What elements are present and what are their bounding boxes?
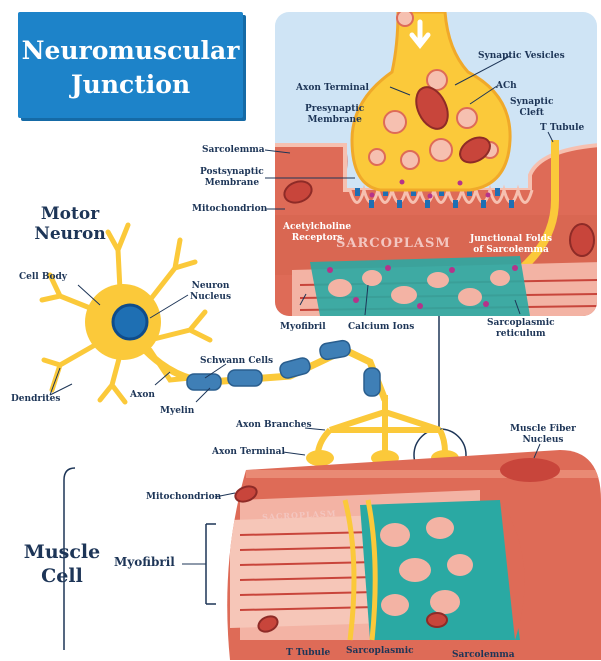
title-line-1: Neuromuscular [18,36,243,65]
sarcoplasmic-bottom-label: Sarcoplasmic [346,646,414,657]
synaptic-cleft-label: Synaptic Cleft [510,97,553,119]
neuron-nucleus-label-line-1: Neuron [190,281,231,292]
neuron-nucleus-label-line-2: Nucleus [190,292,231,303]
axon-branches [318,395,445,452]
sarcoplasm-inset-label: SARCOPLASM [336,236,451,251]
junctional-folds-label-line-2: of Sarcolemma [470,245,552,256]
presynaptic-membrane-label-line-2: Membrane [305,115,364,126]
motor-neuron-heading-line-2: Neuron [30,224,110,244]
motor-neuron-heading: Motor Neuron [30,204,110,244]
neuron-nucleus [113,305,147,339]
synaptic-cleft-label-line-2: Cleft [510,108,553,119]
postsynaptic-membrane-label-line-2: Membrane [200,178,264,189]
muscle-fiber-nucleus-label-line-2: Nucleus [510,435,576,446]
schwann-cells-label: Schwann Cells [200,356,273,367]
acetylcholine-receptors-label: Acetylcholine Receptors [283,222,351,244]
cell-body-label: Cell Body [19,272,67,283]
sarcolemma-bottom-label: Sarcolemma [452,650,515,661]
junctional-folds-label: Junctional Folds of Sarcolemma [470,234,552,256]
dendrites-label: Dendrites [11,394,60,405]
ach-label: ACh [496,81,517,92]
t-tubule-bottom-label: T Tubule [286,648,330,659]
presynaptic-membrane-label-line-1: Presynaptic [305,104,364,115]
sarcoplasmic-reticulum-top-label-line-2: reticulum [487,329,555,340]
neuron-nucleus-label: Neuron Nucleus [190,281,231,303]
postsynaptic-membrane-label: Postsynaptic Membrane [200,167,264,189]
axon-branches-label: Axon Branches [236,420,312,431]
muscle-cell-heading-line-2: Cell [22,564,102,588]
myelin-sheath [187,340,380,396]
motor-neuron-heading-line-1: Motor [30,204,110,224]
sarcolemma-label: Sarcolemma [202,145,265,156]
mitochondrion-bottom-label: Mitochondrion [146,492,221,503]
acetylcholine-receptors-label-line-1: Acetylcholine [283,222,351,233]
muscle-fiber-nucleus-label: Muscle Fiber Nucleus [510,424,576,446]
muscle-fiber-nucleus [500,458,560,482]
junctional-folds-label-line-1: Junctional Folds [470,234,552,245]
synaptic-cleft-label-line-1: Synaptic [510,97,553,108]
postsynaptic-membrane-label-line-1: Postsynaptic [200,167,264,178]
sarcoplasmic-reticulum-top-label-line-1: Sarcoplasmic [487,318,555,329]
muscle-fiber-nucleus-label-line-1: Muscle Fiber [510,424,576,435]
t-tubule-top-label: T Tubule [540,123,584,134]
muscle-cell-heading-line-1: Muscle [22,540,102,564]
mitochondrion-top-label: Mitochondrion [192,204,267,215]
acetylcholine-receptors-label-line-2: Receptors [283,233,351,244]
myelin-label: Myelin [160,406,194,417]
synaptic-vesicles-label: Synaptic Vesicles [478,51,565,62]
title-line-2: Junction [18,70,243,99]
sarcoplasmic-reticulum-top-label: Sarcoplasmic reticulum [487,318,555,340]
axon-terminal-top-label: Axon Terminal [296,83,369,94]
title-banner: Neuromuscular Junction [18,12,243,118]
calcium-ions-label: Calcium Ions [348,322,414,333]
myofibril-bottom-label: Myofibril [114,557,175,568]
muscle-cell-heading: Muscle Cell [22,540,102,588]
myofibril-top-label: Myofibril [280,322,326,333]
presynaptic-membrane-label: Presynaptic Membrane [305,104,364,126]
axon-label: Axon [130,390,155,401]
axon-terminal-bottom-label: Axon Terminal [212,447,285,458]
